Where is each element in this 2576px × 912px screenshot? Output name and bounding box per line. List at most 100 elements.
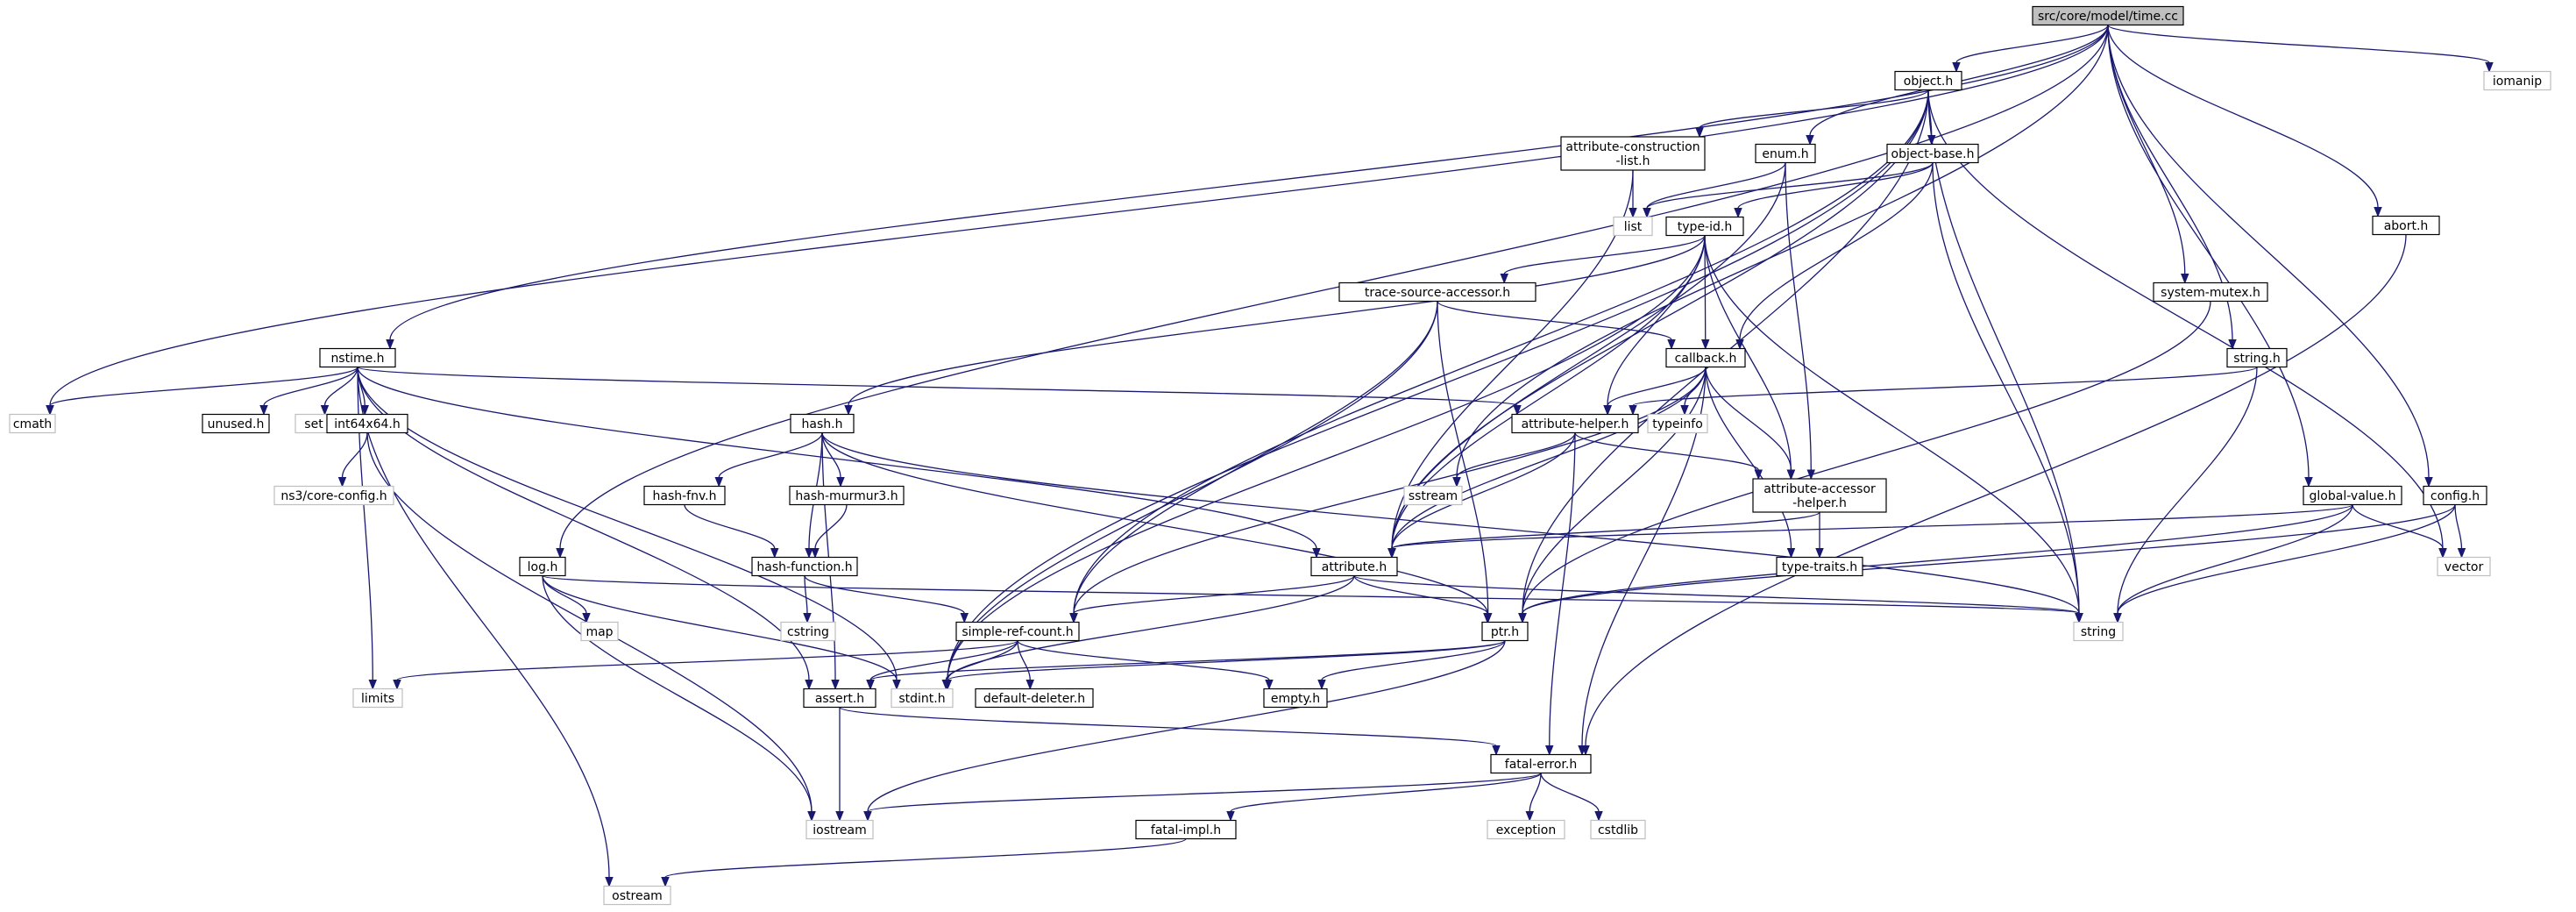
edge-line — [2107, 25, 2379, 208]
node-ns3-config[interactable]: ns3/core-config.h — [273, 485, 394, 506]
edge-line — [1437, 300, 1672, 341]
edge-line — [1503, 235, 1706, 275]
node-attr-helper[interactable]: attribute-helper.h — [1511, 413, 1639, 434]
node-label: type-id.h — [1678, 220, 1732, 234]
node-box — [790, 413, 855, 434]
edge-ptr-h-to-iostream — [863, 640, 1506, 822]
node-string-h[interactable]: string.h — [2226, 347, 2288, 368]
edge-line — [1017, 640, 1031, 680]
node-vector[interactable]: vector — [2437, 556, 2491, 577]
node-attr-constr[interactable]: attribute-construction-list.h — [1560, 136, 1706, 171]
edge-line — [839, 706, 1497, 747]
node-enum-h[interactable]: enum.h — [1755, 143, 1816, 164]
node-cstdlib[interactable]: cstdlib — [1590, 819, 1646, 840]
edge-line — [1549, 432, 1576, 746]
node-fatal-impl[interactable]: fatal-impl.h — [1135, 819, 1237, 840]
node-cstring[interactable]: cstring — [780, 621, 836, 642]
node-label: config.h — [2431, 489, 2480, 503]
node-typeinfo[interactable]: typeinfo — [1647, 413, 1708, 434]
node-label: ns3/core-config.h — [280, 489, 387, 503]
node-attr-accessor[interactable]: attribute-accessor-helper.h — [1752, 478, 1887, 513]
node-hash-murmur[interactable]: hash-murmur3.h — [789, 485, 905, 506]
node-box — [2437, 556, 2491, 577]
node-limits[interactable]: limits — [352, 688, 403, 709]
node-system-mutex[interactable]: system-mutex.h — [2153, 281, 2268, 303]
node-exception[interactable]: exception — [1487, 819, 1565, 840]
node-label: object.h — [1904, 75, 1953, 89]
node-map[interactable]: map — [580, 621, 619, 642]
node-ptr-h[interactable]: ptr.h — [1481, 621, 1529, 642]
node-fatal-error[interactable]: fatal-error.h — [1490, 753, 1592, 774]
node-label: trace-source-accessor.h — [1365, 286, 1510, 300]
node-label: global-value.h — [2310, 489, 2396, 503]
node-time-cc[interactable]: src/core/model/time.cc — [2032, 5, 2184, 26]
node-attribute-h[interactable]: attribute.h — [1310, 556, 1398, 577]
node-default-deleter[interactable]: default-deleter.h — [975, 688, 1094, 709]
node-iomanip[interactable]: iomanip — [2483, 70, 2551, 91]
node-callback-h[interactable]: callback.h — [1665, 347, 1746, 368]
node-label: cstring — [787, 625, 829, 639]
edge-arrowhead — [2228, 339, 2237, 350]
node-int64x64[interactable]: int64x64.h — [326, 413, 408, 434]
node-box — [519, 556, 566, 577]
node-string[interactable]: string — [2073, 621, 2124, 642]
node-hash-fnv[interactable]: hash-fnv.h — [643, 485, 726, 506]
edge-trace-src-to-callback-h — [1437, 300, 1676, 350]
edge-arrowhead — [2424, 477, 2433, 488]
edge-line — [1017, 639, 1270, 681]
edge-line — [263, 367, 358, 406]
edge-line — [1391, 432, 1576, 549]
node-box — [1338, 281, 1536, 303]
edge-line — [1437, 301, 1489, 614]
node-empty-h[interactable]: empty.h — [1263, 688, 1328, 709]
node-iostream[interactable]: iostream — [805, 819, 874, 840]
node-simple-ref[interactable]: simple-ref-count.h — [955, 621, 1080, 642]
edge-time-cc-to-nstime-h — [386, 25, 2109, 350]
node-hash-function[interactable]: hash-function.h — [751, 556, 858, 577]
edge-fatal-error-to-iostream — [863, 772, 1542, 822]
node-global-value[interactable]: global-value.h — [2303, 485, 2402, 506]
edge-enum-h-to-list — [1643, 162, 1786, 218]
edge-arrowhead — [2113, 613, 2122, 623]
node-assert-h[interactable]: assert.h — [803, 688, 876, 709]
node-hash-h[interactable]: hash.h — [790, 413, 855, 434]
node-box — [1613, 216, 1653, 237]
node-box — [1511, 413, 1639, 434]
node-label: hash-function.h — [756, 560, 852, 574]
edge-line — [1737, 162, 1934, 209]
edge-arrowhead — [1754, 469, 1763, 481]
edge-line — [1522, 301, 2211, 614]
edge-line — [1321, 640, 1506, 681]
node-abort-h[interactable]: abort.h — [2372, 215, 2440, 236]
node-object-base[interactable]: object-base.h — [1886, 143, 1979, 164]
node-set[interactable]: set — [295, 413, 333, 434]
node-label: stdint.h — [898, 692, 945, 706]
edge-line — [945, 640, 1018, 680]
node-unused-h[interactable]: unused.h — [202, 413, 270, 434]
edge-hash-function-to-simple-ref — [804, 575, 969, 623]
node-stdint[interactable]: stdint.h — [891, 688, 954, 709]
edge-ptr-h-to-assert-h — [866, 639, 1506, 690]
node-type-id[interactable]: type-id.h — [1665, 216, 1744, 237]
edge-line — [848, 235, 1706, 406]
node-list[interactable]: list — [1613, 216, 1653, 237]
node-sstream[interactable]: sstream — [1403, 485, 1463, 506]
node-ostream[interactable]: ostream — [603, 885, 671, 906]
node-object-h[interactable]: object.h — [1894, 70, 1962, 91]
node-cmath[interactable]: cmath — [9, 413, 56, 434]
node-nstime-h[interactable]: nstime.h — [319, 347, 396, 368]
node-box — [1665, 216, 1744, 237]
edge-assert-h-to-fatal-error — [839, 706, 1501, 756]
node-config-h[interactable]: config.h — [2423, 485, 2487, 506]
edge-line — [323, 367, 358, 406]
edge-line — [1574, 432, 1759, 471]
edge-assert-h-to-iostream — [835, 707, 844, 822]
edge-attribute-h-to-ptr-h — [1353, 575, 1492, 623]
edge-line — [1456, 25, 2109, 478]
node-trace-src[interactable]: trace-source-accessor.h — [1338, 281, 1536, 303]
edge-arrowhead — [46, 405, 54, 416]
edge-arrowhead — [1806, 135, 1814, 146]
node-type-traits[interactable]: type-traits.h — [1776, 556, 1863, 577]
node-log-h[interactable]: log.h — [519, 556, 566, 577]
